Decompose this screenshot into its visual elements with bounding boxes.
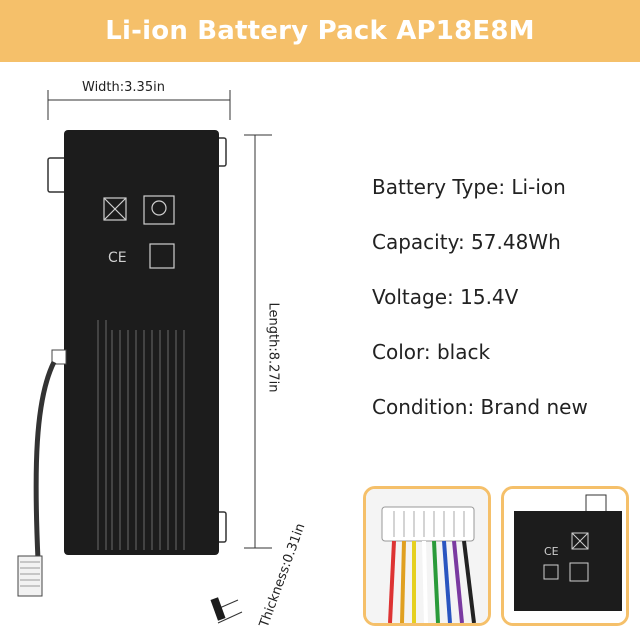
spec-capacity: Capacity: 57.48Wh (372, 230, 561, 254)
svg-text:CE: CE (544, 545, 559, 558)
spec-battery-type: Battery Type: Li-ion (372, 175, 566, 199)
battery-closeup-thumbnail: CE (501, 486, 629, 626)
spec-condition: Condition: Brand new (372, 395, 588, 419)
title-banner: Li-ion Battery Pack AP18E8M (0, 0, 640, 62)
spec-list: Battery Type: Li-ion Capacity: 57.48Wh V… (372, 172, 588, 447)
page-title: Li-ion Battery Pack AP18E8M (105, 16, 535, 46)
connector-image (366, 489, 488, 623)
spec-voltage: Voltage: 15.4V (372, 285, 519, 309)
width-label: Width:3.35in (82, 80, 165, 95)
svg-text:CE: CE (108, 250, 127, 266)
battery-closeup-image: CE (504, 489, 626, 623)
connector-thumbnail (363, 486, 491, 626)
spec-color: Color: black (372, 340, 491, 364)
